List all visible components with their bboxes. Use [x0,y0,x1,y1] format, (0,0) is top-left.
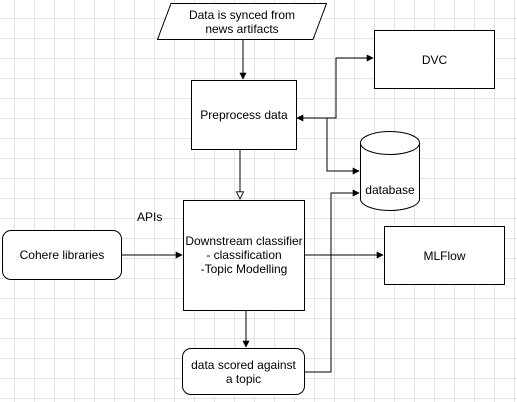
node-classifier-label: Downstream classifier - classification -… [185,234,303,276]
node-cohere[interactable]: Cohere libraries [2,230,122,280]
node-dvc-label: DVC [421,52,448,67]
edge-preprocess-to-database [326,118,360,175]
edge-label-apis: APIs [137,210,163,224]
edge-preprocess-dvc [296,54,374,122]
node-mlflow[interactable]: MLFlow [384,226,505,285]
edge-scored-to-database [305,189,360,373]
parallelogram-shape [157,3,327,40]
node-scored[interactable]: data scored against a topic [182,348,305,395]
node-preprocess-label: Preprocess data [200,108,288,122]
node-source[interactable]: Data is synced from news artifacts [157,3,327,40]
node-cohere-label: Cohere libraries [19,248,105,262]
node-dvc[interactable]: DVC [374,30,495,89]
node-scored-label: data scored against a topic [191,357,296,386]
node-database-label: database [365,183,415,197]
database-cylinder-shape [360,131,420,211]
node-database[interactable]: database [360,131,420,211]
node-mlflow-label: MLFlow [423,248,466,263]
node-preprocess[interactable]: Preprocess data [191,80,297,150]
node-source-label: Data is synced from news artifacts [188,7,296,36]
node-classifier[interactable]: Downstream classifier - classification -… [183,200,305,311]
